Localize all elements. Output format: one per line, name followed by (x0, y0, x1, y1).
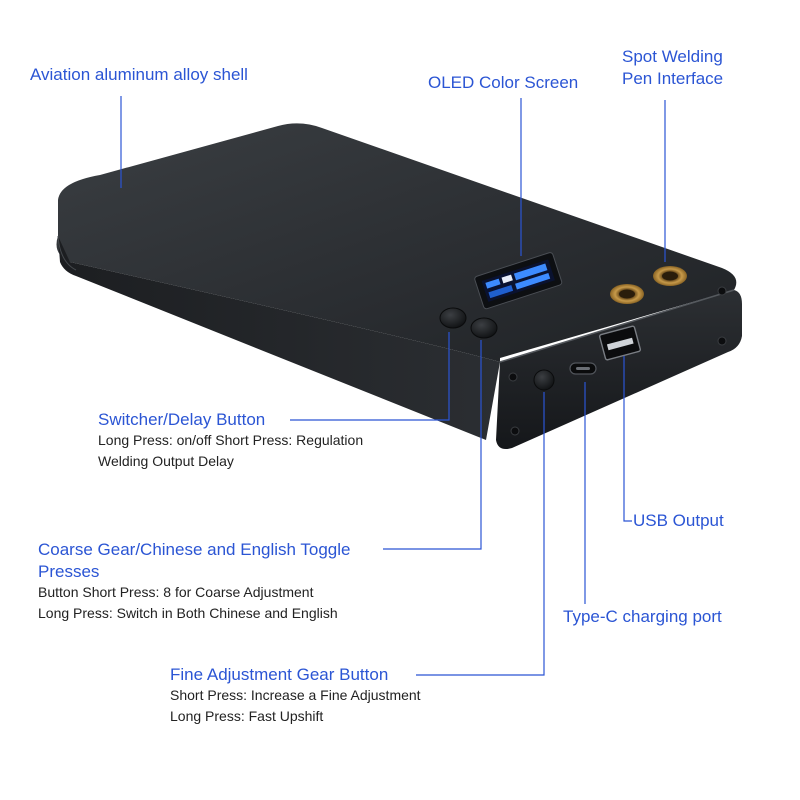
pen-label-line2: Pen Interface (622, 69, 724, 88)
device-front-face (496, 290, 742, 449)
screw-icon (508, 372, 518, 382)
pen-label-line1: Spot Welding (622, 47, 723, 66)
leader-coarse (383, 340, 482, 550)
fine-desc-line1: Short Press: Increase a Fine Adjustment (170, 687, 421, 703)
fine-adjustment-label: Fine Adjustment Gear Button (170, 665, 389, 684)
coarse-label-line2: Presses (38, 562, 100, 581)
leader-fine (416, 392, 545, 676)
oled-label: OLED Color Screen (428, 73, 579, 92)
leader-lines (120, 96, 666, 676)
coarse-gear-toggle-button[interactable] (470, 317, 498, 339)
switcher-desc-line2: Welding Output Delay (98, 453, 234, 469)
device-left-side (58, 236, 500, 440)
screw-icon (717, 286, 727, 296)
side-edge-highlight (57, 235, 77, 271)
coarse-desc-line2: Long Press: Switch in Both Chinese and E… (38, 605, 338, 621)
fine-desc-line2: Long Press: Fast Upshift (170, 708, 324, 724)
fine-adjustment-button[interactable] (533, 369, 555, 391)
usb-output-label: USB Output (633, 511, 724, 530)
leader-usb (623, 356, 632, 522)
coarse-desc-line1: Button Short Press: 8 for Coarse Adjustm… (38, 584, 314, 600)
pen-socket-right-hole (662, 271, 678, 281)
oled-screen (474, 252, 563, 310)
type-c-port-tongue (576, 367, 590, 370)
switcher-label: Switcher/Delay Button (98, 410, 266, 429)
screw-icon (510, 426, 520, 436)
spot-welding-pen-interface[interactable] (610, 266, 687, 304)
switcher-desc-line1: Long Press: on/off Short Press: Regulati… (98, 432, 364, 448)
bevel-highlight (499, 289, 735, 363)
leader-switcher (290, 332, 450, 421)
coarse-label-line1: Coarse Gear/Chinese and English Toggle (38, 540, 351, 559)
usb-output-port[interactable] (598, 325, 642, 361)
type-c-label: Type-C charging port (563, 607, 722, 626)
switcher-delay-button[interactable] (439, 307, 467, 329)
device-top-face (56, 123, 737, 362)
shell-label: Aviation aluminum alloy shell (30, 65, 248, 84)
power-bank-device (56, 123, 742, 449)
screw-icon (717, 336, 727, 346)
pen-socket-left-hole (619, 289, 635, 299)
